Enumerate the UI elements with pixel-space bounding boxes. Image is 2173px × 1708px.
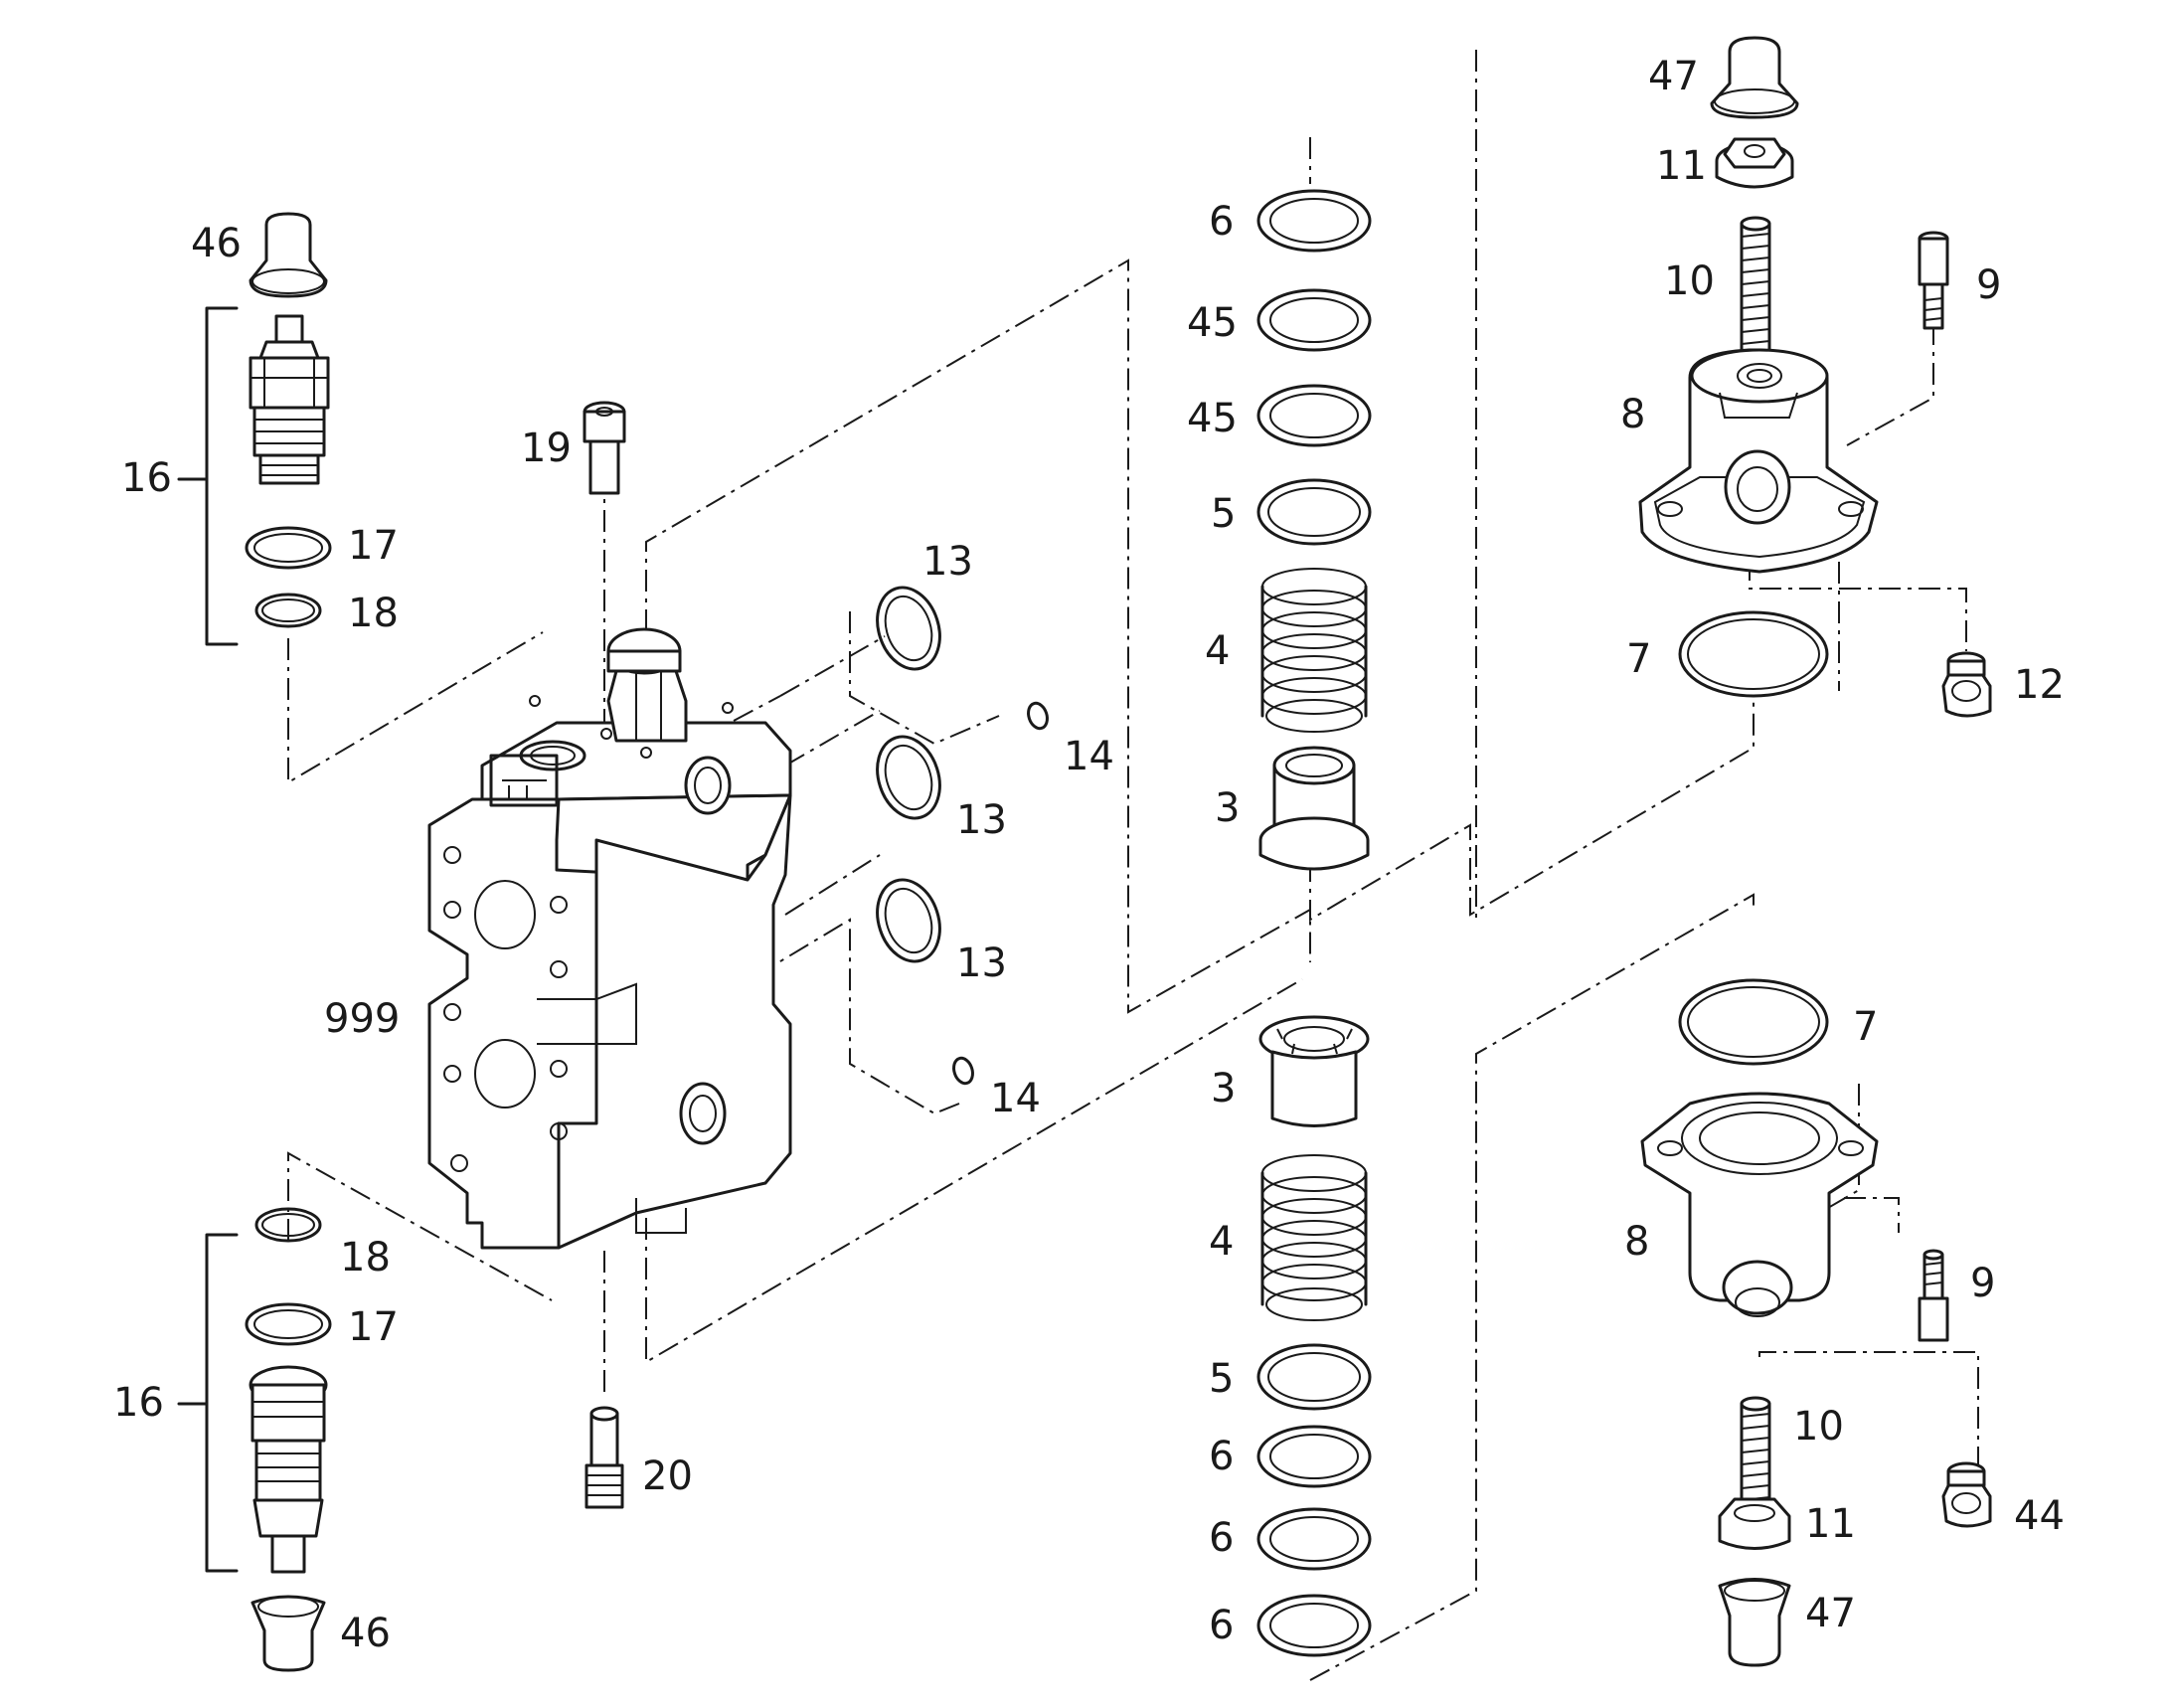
oring-18-bottom (254, 1207, 322, 1243)
shim-6-b (1256, 1425, 1372, 1488)
oring-18-top (254, 593, 322, 628)
label-19: 19 (521, 426, 572, 471)
washer-5-bottom (1256, 1343, 1372, 1411)
label-8-top: 8 (1620, 392, 1645, 437)
adjust-screw-10-top (1740, 216, 1771, 353)
label-6-top: 6 (1209, 199, 1234, 245)
seal-ring-17-bottom (245, 1302, 332, 1346)
shim-45-b (1256, 384, 1372, 447)
label-17-top: 17 (348, 523, 399, 569)
spring-seat-3-bottom (1258, 1015, 1370, 1127)
seal-13-b (876, 735, 941, 820)
cover-8-top (1638, 348, 1879, 574)
cap-47-top (1710, 36, 1799, 119)
assembly-lines (287, 50, 1979, 1681)
label-16-bottom: 16 (113, 1380, 164, 1426)
label-46-bottom: 46 (340, 1611, 391, 1656)
label-45-a: 45 (1187, 300, 1238, 346)
label-47-bottom: 47 (1805, 1591, 1856, 1636)
bracket-16-top (177, 306, 239, 646)
spring-seat-3-top (1258, 746, 1370, 871)
plug-12 (1941, 651, 1992, 718)
oring-7-bottom (1678, 978, 1829, 1066)
label-9-bottom: 9 (1970, 1261, 1995, 1306)
label-4-bottom: 4 (1209, 1219, 1234, 1265)
spring-4-bottom (1260, 1154, 1368, 1321)
label-6-c: 6 (1209, 1515, 1234, 1561)
label-5-bottom: 5 (1209, 1356, 1234, 1402)
label-6-d: 6 (1209, 1603, 1234, 1648)
label-3-bottom: 3 (1211, 1066, 1236, 1111)
label-7-top: 7 (1626, 636, 1651, 682)
label-45-b: 45 (1187, 396, 1238, 441)
oring-7-top (1678, 610, 1829, 698)
seal-13-a (876, 586, 941, 671)
seal-13-c (876, 878, 941, 963)
bracket-16-bottom (177, 1233, 239, 1573)
label-10-bottom: 10 (1793, 1404, 1844, 1450)
label-18-top: 18 (348, 591, 399, 636)
label-6-b: 6 (1209, 1434, 1234, 1479)
shim-6-c (1256, 1507, 1372, 1571)
label-18-bottom: 18 (340, 1235, 391, 1281)
oring-14-a (1027, 701, 1049, 731)
spring-4-top (1260, 568, 1368, 733)
washer-5-top (1256, 478, 1372, 546)
nut-11-bottom (1718, 1497, 1791, 1550)
shim-6-top (1256, 189, 1372, 253)
relief-cap-top (249, 212, 328, 298)
label-13-c: 13 (956, 940, 1007, 986)
callout-labels: 46 16 17 18 19 13 14 13 13 14 999 18 17 … (113, 54, 2065, 1656)
relief-cartridge-bottom (249, 1365, 328, 1574)
label-8-bottom: 8 (1624, 1219, 1649, 1265)
bolt-9-top (1918, 231, 1949, 330)
label-999: 999 (324, 996, 400, 1042)
label-3-top: 3 (1215, 785, 1240, 831)
cover-8-bottom (1640, 1092, 1879, 1317)
relief-cartridge-top (249, 314, 330, 485)
cap-47-bottom (1718, 1578, 1791, 1667)
label-5-top: 5 (1211, 491, 1236, 537)
bolt-9-bottom (1918, 1249, 1949, 1342)
label-47-top: 47 (1648, 54, 1699, 99)
label-11-top: 11 (1656, 143, 1707, 189)
label-11-bottom: 11 (1805, 1501, 1856, 1547)
oring-14-b (952, 1056, 974, 1086)
shim-45-a (1256, 288, 1372, 352)
label-44: 44 (2014, 1493, 2065, 1539)
valve-body-999 (427, 627, 792, 1250)
label-14-b: 14 (990, 1076, 1041, 1121)
plug-20 (585, 1406, 624, 1509)
label-13-a: 13 (922, 539, 973, 585)
label-12: 12 (2014, 662, 2065, 708)
nut-11-top (1715, 137, 1794, 189)
relief-cap-bottom (251, 1595, 326, 1672)
shim-6-d (1256, 1594, 1372, 1657)
label-4-top: 4 (1205, 628, 1230, 674)
seal-ring-17-top (245, 526, 332, 570)
label-13-b: 13 (956, 797, 1007, 843)
label-7-bottom: 7 (1853, 1004, 1878, 1050)
label-20: 20 (642, 1453, 693, 1499)
label-17-bottom: 17 (348, 1304, 399, 1350)
plug-19 (583, 401, 626, 495)
label-10-top: 10 (1664, 258, 1715, 304)
label-46-top: 46 (191, 221, 242, 266)
label-14-a: 14 (1064, 734, 1114, 779)
label-9-top: 9 (1976, 262, 2001, 308)
plug-44 (1941, 1461, 1992, 1528)
label-16-top: 16 (121, 455, 172, 501)
